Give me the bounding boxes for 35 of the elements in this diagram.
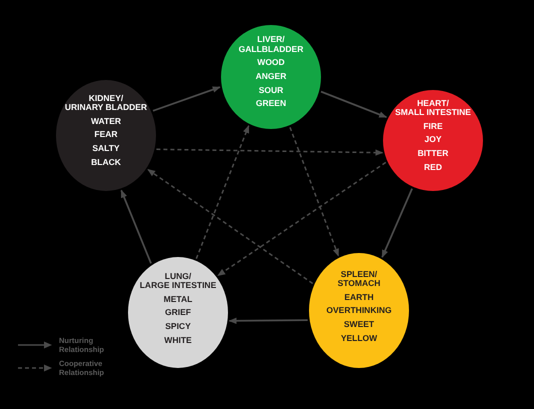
attribute-text: YELLOW <box>340 332 378 345</box>
arrow <box>320 90 388 118</box>
dashed-arrow <box>196 125 250 259</box>
attribute-text: SPICY <box>165 320 191 333</box>
arrow <box>228 318 308 324</box>
attribute-text: EARTH <box>344 290 374 304</box>
attribute-text: WOOD <box>257 56 285 70</box>
attribute-text: SALTY <box>92 142 120 155</box>
attribute-text: ANGER <box>256 70 286 83</box>
arrow <box>152 86 221 112</box>
organ-heading: KIDNEY/ URINARY BLADDER <box>64 94 148 113</box>
attribute-text: SOUR <box>258 84 284 96</box>
attribute-text: BITTER <box>418 147 448 160</box>
attribute-text: METAL <box>164 292 192 306</box>
attribute-text: FIRE <box>423 120 443 133</box>
organ-heading: HEART/ SMALL INTESTINE <box>395 98 471 118</box>
arrow <box>381 188 413 258</box>
attribute-text: GRIEF <box>165 306 191 320</box>
arrow <box>120 190 152 264</box>
attribute-text: WATER <box>90 114 122 128</box>
organ-heading: SPLEEN/ STOMACH <box>338 270 380 289</box>
attribute-text: BLACK <box>91 156 121 169</box>
organ-heading: LUNG/ LARGE INTESTINE <box>140 272 216 291</box>
attribute-text: FEAR <box>94 128 118 142</box>
attribute-text: SWEET <box>344 318 374 331</box>
attribute-text: GREEN <box>256 97 286 110</box>
attribute-text: WHITE <box>164 334 192 347</box>
organ-heading: LIVER/ GALLBLADDER <box>238 35 304 54</box>
dashed-arrow <box>147 168 314 284</box>
dashed-arrow <box>289 127 340 257</box>
attribute-text: RED <box>424 160 442 174</box>
attribute-text: OVERTHINKING <box>326 304 392 318</box>
dashed-arrow <box>156 148 384 156</box>
dashed-arrow <box>217 162 386 276</box>
attribute-text: JOY <box>424 133 442 146</box>
